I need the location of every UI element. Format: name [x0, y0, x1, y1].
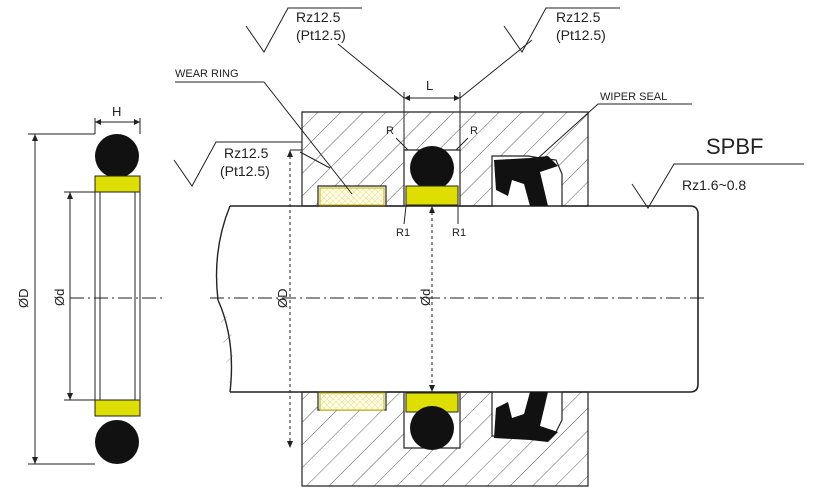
top-backup-ring [94, 175, 141, 193]
dim-h-label: H [112, 104, 121, 119]
dim-od-inner-section-label: Ød [418, 289, 433, 306]
roughness-symbol-top-right: Rz12.5 (Pt12.5) [459, 7, 620, 99]
ring-front-view: H ØD Ød [16, 104, 162, 465]
dim-od-inner-ring-label: Ød [52, 289, 67, 306]
r-left-label: R [386, 125, 394, 137]
bottom-backup-ring [94, 399, 141, 417]
r-right-label: R [470, 125, 478, 137]
dim-l-label: L [426, 78, 433, 93]
roughness-symbol-mid-left: Rz12.5 (Pt12.5) [173, 141, 331, 187]
top-o-ring [95, 134, 139, 178]
svg-text:Rz1.6~0.8: Rz1.6~0.8 [682, 177, 746, 193]
svg-text:Rz12.5: Rz12.5 [224, 145, 269, 161]
main-o-ring-bottom [410, 406, 454, 450]
rod [210, 205, 706, 393]
r1-right-label: R1 [452, 227, 466, 239]
dim-od-section-label: ØD [275, 289, 290, 309]
section-diameter-dims: ØD Ød [275, 150, 435, 448]
main-o-ring-top [410, 146, 454, 190]
roughness-symbol-top-left: Rz12.5 (Pt12.5) [245, 7, 405, 99]
wear-ring-bottom [319, 392, 385, 411]
dim-l: L [403, 78, 461, 150]
dim-od-ring-label: ØD [16, 289, 31, 309]
wear-ring-top [319, 187, 385, 206]
svg-text:(Pt12.5): (Pt12.5) [556, 27, 606, 43]
svg-text:(Pt12.5): (Pt12.5) [220, 163, 270, 179]
svg-text:(Pt12.5): (Pt12.5) [296, 27, 346, 43]
part-title: SPBF [706, 134, 763, 159]
main-backup-ring-bottom [405, 392, 459, 413]
main-backup-ring-top [405, 185, 459, 206]
wiper-seal-label: WIPER SEAL [600, 91, 667, 103]
roughness-symbol-rod: Rz1.6~0.8 [631, 163, 804, 209]
wiper-seal-bottom [494, 392, 558, 442]
r1-left-label: R1 [396, 227, 410, 239]
wiper-seal-top [494, 156, 558, 206]
bottom-o-ring [95, 420, 139, 464]
svg-text:Rz12.5: Rz12.5 [296, 9, 341, 25]
wear-ring-label: WEAR RING [175, 68, 239, 80]
svg-text:Rz12.5: Rz12.5 [556, 9, 601, 25]
